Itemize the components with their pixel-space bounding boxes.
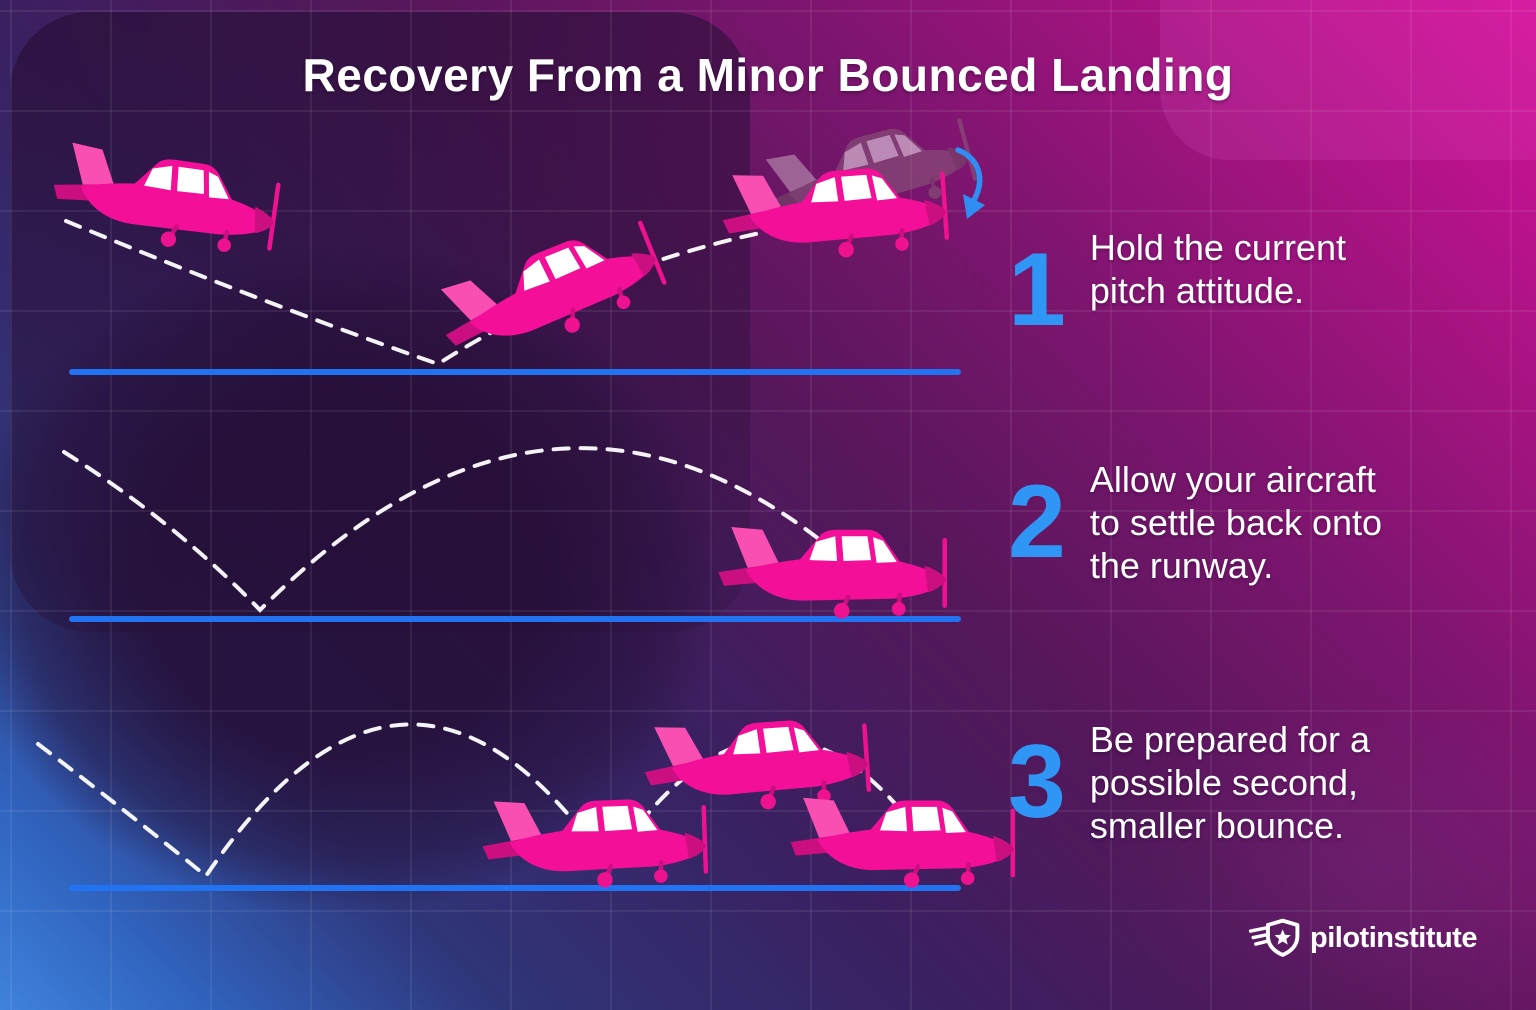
trajectory-1	[64, 214, 858, 367]
step-2-number: 2	[1008, 464, 1066, 580]
background-blob-top-right	[1160, 0, 1536, 160]
winged-shield-icon	[1248, 918, 1300, 957]
step-1: 1 Hold the current pitch attitude.	[1008, 227, 1346, 348]
step-1-text: Hold the current pitch attitude.	[1089, 227, 1346, 311]
step-2: 2 Allow your aircraft to settle back ont…	[1008, 459, 1383, 587]
airplane-final-touch	[790, 798, 1015, 888]
background-blob-dark	[0, 150, 830, 1010]
step-2-text: Allow your aircraft to settle back onto …	[1089, 459, 1383, 586]
step-3-text: Be prepared for a possible second, small…	[1089, 719, 1371, 846]
airplane-climbing	[429, 210, 671, 378]
step-3: 3 Be prepared for a possible second, sma…	[1008, 719, 1371, 847]
airplane-first-touch	[481, 794, 709, 892]
pilot-institute-logo: pilotinstitute	[1248, 916, 1477, 960]
airplane-settling	[718, 527, 947, 619]
trajectory-2	[62, 446, 842, 613]
airplane-descending	[47, 141, 282, 261]
star-icon	[1274, 929, 1291, 945]
step-1-number: 1	[1008, 232, 1066, 348]
step-3-number: 3	[1008, 724, 1066, 840]
page-title: Recovery From a Minor Bounced Landing	[302, 49, 1234, 101]
logo-text: pilotinstitute	[1310, 921, 1477, 954]
airplane-small-bounce	[642, 712, 872, 817]
pitch-down-arrow-icon	[955, 147, 985, 219]
